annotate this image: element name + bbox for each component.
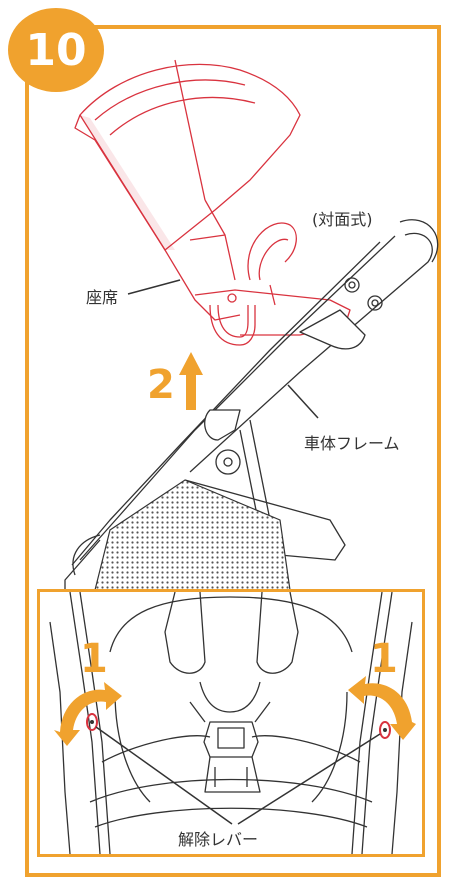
release-lever-label: 解除レバー [178,830,259,849]
frame-leader [287,384,319,419]
lever-leader-right [237,733,381,825]
step-number-badge: 10 [8,8,104,92]
seat-leader [127,279,181,295]
curved-arrow-right-icon [348,676,416,740]
release-lever-detail: 1 1 解除レバー [37,589,425,857]
step-frame [25,25,441,877]
frame-drawing [64,219,439,591]
lever-leader-left [95,726,233,825]
lever-detail-drawing [49,592,416,854]
step-2-number: 2 [147,362,175,408]
curved-arrow-left-icon [54,682,122,746]
mesh-basket [94,479,291,591]
seat-label: 座席 [86,288,119,307]
step-1-right-number: 1 [370,636,398,682]
mode-label: (対面式) [312,210,373,229]
up-arrow-icon [179,352,203,410]
lever-highlights [86,713,391,739]
frame-label: 車体フレーム [304,434,400,453]
step-number: 10 [25,24,87,76]
step-1-left-number: 1 [80,636,108,682]
seat-drawing [74,59,351,346]
